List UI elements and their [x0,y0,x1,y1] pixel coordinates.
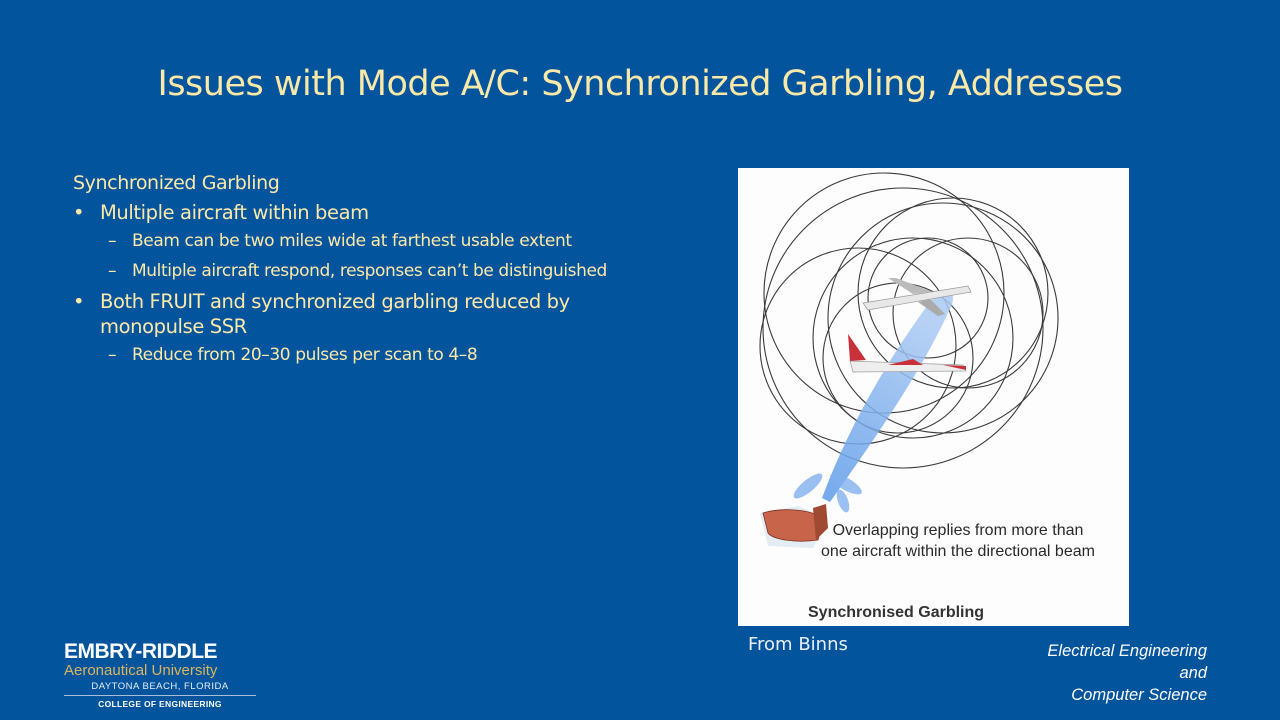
logo-name: EMBRY-RIDDLE [64,640,218,663]
university-logo: EMBRY-RIDDLE Aeronautical University DAY… [64,640,256,709]
department-line: Electrical Engineering [1047,642,1207,660]
figure-title: Synchronised Garbling [808,604,985,621]
sub-bullet-text: Multiple aircraft respond, responses can… [132,261,607,281]
garbling-diagram: Overlapping replies from more than one a… [738,168,1129,626]
figure-caption: Overlapping replies from more than one a… [821,522,1095,560]
aircraft-icon [848,334,967,373]
bullet-item: • Multiple aircraft within beam [73,200,633,225]
logo-divider [64,695,256,696]
department-label: Electrical Engineering and Computer Scie… [1047,640,1207,706]
logo-college: COLLEGE OF ENGINEERING [98,699,222,709]
sub-bullet-item: – Reduce from 20–30 pulses per scan to 4… [73,343,633,367]
bullet-text: Both FRUIT and synchronized garbling red… [100,290,570,338]
logo-location: DAYTONA BEACH, FLORIDA [91,681,229,692]
garbling-illustration [759,172,1059,548]
bullet-icon: • [73,201,85,224]
logo-subtitle: Aeronautical University [64,662,218,679]
sub-bullet-item: – Multiple aircraft respond, responses c… [73,259,633,283]
dash-icon: – [108,261,117,281]
slide-title: Issues with Mode A/C: Synchronized Garbl… [157,64,1123,104]
bullet-text: Multiple aircraft within beam [100,201,369,224]
radar-antenna-icon [760,504,828,548]
sub-bullet-text: Beam can be two miles wide at farthest u… [132,231,572,251]
dash-icon: – [108,345,117,365]
slide-body: Synchronized Garbling • Multiple aircraf… [73,172,633,373]
interrogation-beam [822,290,953,502]
bullet-icon: • [73,290,85,313]
department-line: and [1179,664,1207,682]
section-heading: Synchronized Garbling [73,172,280,194]
dash-icon: – [108,231,117,251]
reply-rings [759,172,1059,469]
figure-source: From Binns [748,634,848,655]
bullet-item: • Both FRUIT and synchronized garbling r… [73,289,633,339]
sub-bullet-item: – Beam can be two miles wide at farthest… [73,229,633,253]
sub-bullet-text: Reduce from 20–30 pulses per scan to 4–8 [132,345,478,365]
department-line: Computer Science [1071,686,1207,704]
aircraft-icon [862,278,972,316]
